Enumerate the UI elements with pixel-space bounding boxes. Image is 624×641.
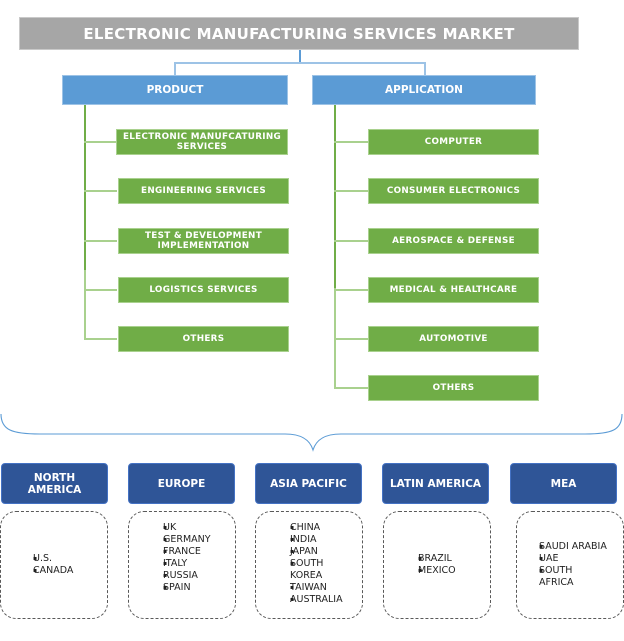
application-branch-line	[334, 387, 368, 389]
region-countries-box: BRAZILMEXICO	[383, 511, 491, 619]
product-item: TEST & DEVELOPMENT IMPLEMENTATION	[118, 228, 289, 254]
country-list: CHINAINDIAJAPANSOUTH KOREATAIWANAUSTRALI…	[270, 522, 343, 606]
product-branch-line	[84, 141, 117, 143]
product-tree-trunk	[84, 105, 86, 270]
product-branch-line	[84, 190, 117, 192]
application-branch-line	[334, 240, 368, 242]
application-branch-line	[334, 289, 368, 291]
product-item: OTHERS	[118, 326, 289, 352]
product-tree-trunk-lower	[84, 270, 86, 339]
country-item: SOUTH AFRICA	[527, 565, 599, 589]
region-brace	[0, 413, 623, 452]
region-countries-box: CHINAINDIAJAPANSOUTH KOREATAIWANAUSTRALI…	[255, 511, 363, 619]
country-list: U.S.CANADA	[13, 553, 73, 577]
country-item: CANADA	[13, 565, 73, 577]
application-tree-trunk	[334, 105, 336, 288]
country-item: CHINA	[270, 522, 343, 534]
region-countries-box: SAUDI ARABIAUAESOUTH AFRICA	[516, 511, 624, 619]
country-list: UKGERMANYFRANCEITALYRUSSIASPAIN	[143, 522, 211, 594]
diagram-title: ELECTRONIC MANUFACTURING SERVICES MARKET	[19, 17, 579, 50]
application-category-box: APPLICATION	[312, 75, 536, 105]
product-branch-line	[84, 240, 117, 242]
title-connector-horizontal	[174, 62, 426, 64]
application-branch-line	[334, 190, 368, 192]
region-header: NORTH AMERICA	[1, 463, 108, 504]
country-item: FRANCE	[143, 546, 211, 558]
application-branch-line	[334, 141, 368, 143]
product-connector	[174, 62, 176, 75]
country-item: ITALY	[143, 558, 211, 570]
country-item: GERMANY	[143, 534, 211, 546]
region-countries-box: UKGERMANYFRANCEITALYRUSSIASPAIN	[128, 511, 236, 619]
product-branch-line	[84, 338, 117, 340]
product-branch-line	[84, 289, 117, 291]
country-item: U.S.	[13, 553, 73, 565]
region-header: ASIA PACIFIC	[255, 463, 362, 504]
product-item: ELECTRONIC MANUFCATURING SERVICES	[116, 129, 288, 155]
application-item: OTHERS	[368, 375, 539, 401]
country-item: AUSTRALIA	[270, 594, 343, 606]
product-item: LOGISTICS SERVICES	[118, 277, 289, 303]
application-item: MEDICAL & HEALTHCARE	[368, 277, 539, 303]
application-item: COMPUTER	[368, 129, 539, 155]
country-item: RUSSIA	[143, 570, 211, 582]
application-branch-line	[334, 338, 368, 340]
application-item: CONSUMER ELECTRONICS	[368, 178, 539, 204]
country-item: SAUDI ARABIA	[527, 541, 607, 553]
country-item: SOUTH KOREA	[270, 558, 340, 582]
product-item: ENGINEERING SERVICES	[118, 178, 289, 204]
application-item: AUTOMOTIVE	[368, 326, 539, 352]
region-header: MEA	[510, 463, 617, 504]
application-item: AEROSPACE & DEFENSE	[368, 228, 539, 254]
country-item: INDIA	[270, 534, 343, 546]
product-category-box: PRODUCT	[62, 75, 288, 105]
country-item: BRAZIL	[398, 553, 456, 565]
country-item: JAPAN	[270, 546, 343, 558]
country-list: SAUDI ARABIAUAESOUTH AFRICA	[527, 541, 607, 589]
country-item: MEXICO	[398, 565, 456, 577]
region-header: EUROPE	[128, 463, 235, 504]
region-header: LATIN AMERICA	[382, 463, 489, 504]
country-item: TAIWAN	[270, 582, 343, 594]
country-item: SPAIN	[143, 582, 211, 594]
application-connector	[424, 62, 426, 75]
country-item: UAE	[527, 553, 607, 565]
region-countries-box: U.S.CANADA	[0, 511, 108, 619]
title-connector-vertical	[299, 50, 301, 63]
country-list: BRAZILMEXICO	[398, 553, 456, 577]
country-item: UK	[143, 522, 211, 534]
